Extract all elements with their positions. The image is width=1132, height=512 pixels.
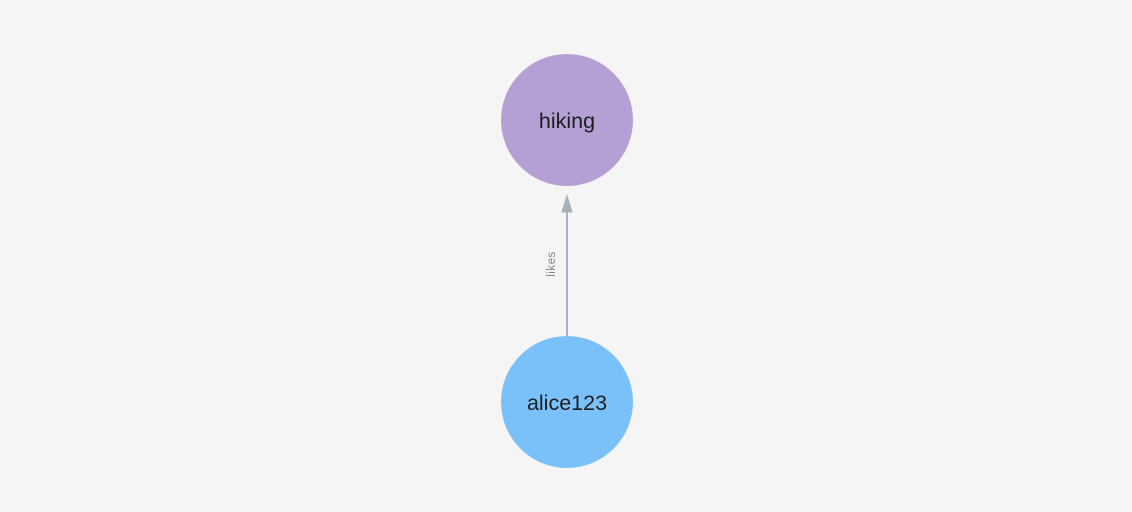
node-hiking[interactable]: hiking <box>501 54 633 186</box>
edge-label[interactable]: likes <box>546 251 558 277</box>
node-alice123[interactable]: alice123 <box>501 336 633 468</box>
edge-likes[interactable]: likes <box>546 194 573 336</box>
node-alice123-circle[interactable] <box>501 336 633 468</box>
edge-arrowhead <box>561 194 573 213</box>
node-hiking-circle[interactable] <box>501 54 633 186</box>
